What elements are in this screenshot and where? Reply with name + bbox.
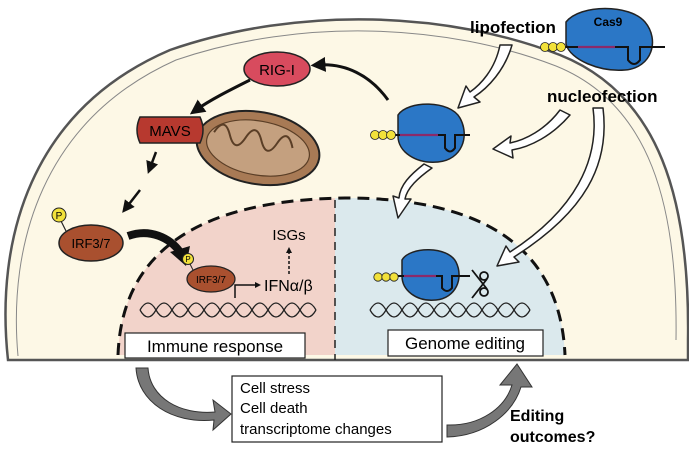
cas9-label: Cas9 xyxy=(594,15,623,29)
ifn-label: IFNα/β xyxy=(264,278,313,295)
immune-response-label: Immune response xyxy=(147,337,283,356)
genome-editing-box xyxy=(387,329,544,357)
grey-arrow-left xyxy=(135,367,232,432)
arrow-cas9-to-rigi xyxy=(310,56,390,101)
editing-outcomes-line-1: Editing xyxy=(510,408,564,425)
arrow-irf-into-nucleus xyxy=(126,229,184,255)
rig-i-protein: RIG-I xyxy=(243,51,311,87)
outcome-line-2: Cell death xyxy=(240,400,308,417)
irf37-protein-cytoplasm: IRF3/7 P xyxy=(51,207,124,262)
phospho-nuc-icon xyxy=(182,253,194,265)
cas9-complex-outside: Cas9 xyxy=(540,7,665,71)
immune-response-box xyxy=(124,332,306,359)
transcription-arrow xyxy=(234,282,261,298)
rig-i-label: RIG-I xyxy=(259,62,295,79)
dna-helix-immune xyxy=(139,302,317,318)
irf37-cyto-label: IRF3/7 xyxy=(71,236,110,251)
lipofection-arrow xyxy=(457,44,513,109)
outcome-line-1: Cell stress xyxy=(240,380,310,397)
nucleofection-label: nucleofection xyxy=(547,87,658,106)
mavs-label: MAVS xyxy=(149,123,190,140)
dna-helix-editing xyxy=(369,302,531,318)
isgs-label: ISGs xyxy=(272,227,305,244)
phospho-label: P xyxy=(56,211,63,222)
cas9-complex-nucleus xyxy=(373,249,470,301)
cytoplasm-to-nucleus-arrow xyxy=(392,163,433,219)
nuclear-envelope xyxy=(116,196,567,356)
editing-outcomes-line-2: outcomes? xyxy=(510,429,595,446)
nucleofection-arrow-1 xyxy=(492,109,571,159)
grey-arrow-right xyxy=(446,363,533,438)
outcome-line-3: transcriptome changes xyxy=(240,421,392,438)
outcomes-box xyxy=(231,375,443,443)
arrow-rigi-to-mavs xyxy=(189,78,251,115)
phospho-icon xyxy=(51,207,67,223)
phospho-nuc-label: P xyxy=(185,255,190,264)
delivery-arrows xyxy=(392,44,605,267)
arrow-mavs-down-2 xyxy=(122,189,141,213)
cell-membrane-inner xyxy=(15,30,677,357)
irf37-nuc-label: IRF3/7 xyxy=(196,275,226,286)
ppp-icon xyxy=(540,42,566,52)
cas9-complex-cytoplasm xyxy=(370,103,470,163)
nucleofection-arrow-2 xyxy=(496,107,605,267)
irf37-protein-nucleus: IRF3/7 P xyxy=(182,253,236,293)
mavs-protein: MAVS xyxy=(136,116,204,144)
genome-editing-label: Genome editing xyxy=(405,334,525,353)
scissors-icon xyxy=(471,269,489,299)
lipofection-label: lipofection xyxy=(470,18,556,37)
arrow-mavs-down-1 xyxy=(146,151,159,174)
